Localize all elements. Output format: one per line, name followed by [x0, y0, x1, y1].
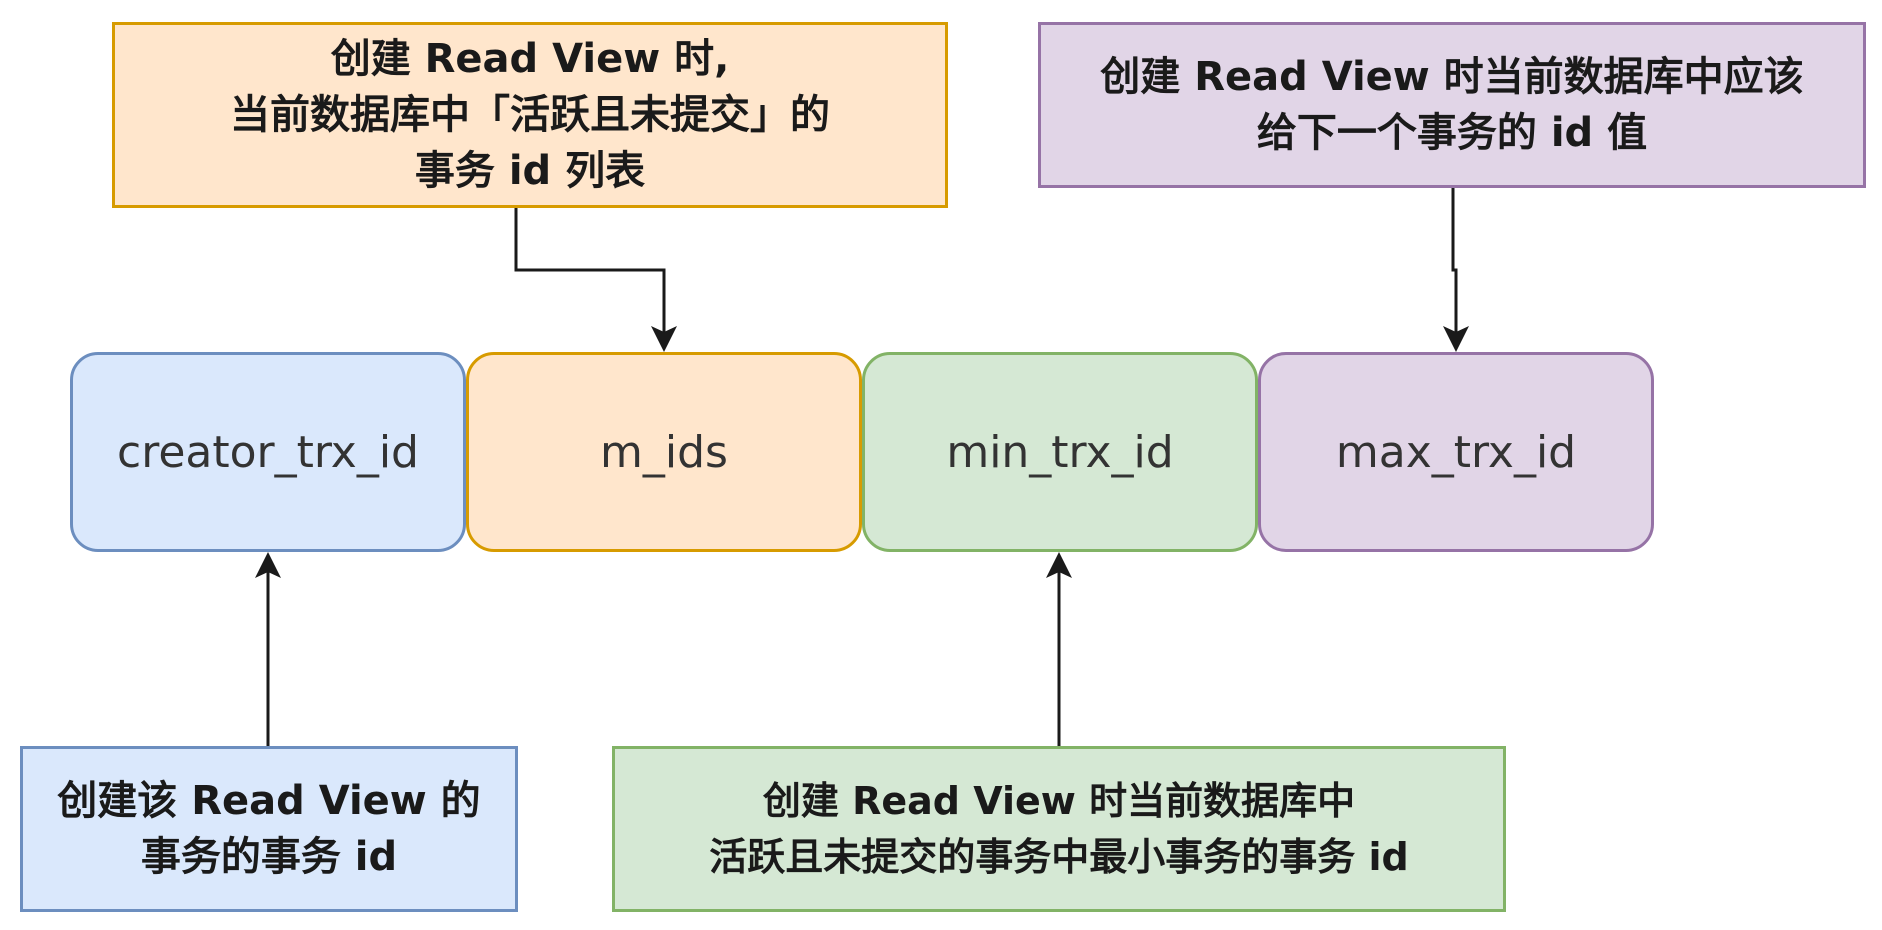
field-m-ids: m_ids	[466, 352, 862, 552]
arrowhead-m-ids	[651, 326, 677, 352]
field-creator-trx-id: creator_trx_id	[70, 352, 466, 552]
note-line: 创建 Read View 时当前数据库中应该	[1100, 54, 1804, 100]
field-label: max_trx_id	[1335, 426, 1577, 478]
arrowhead-creator-trx-id	[255, 552, 281, 578]
field-label: min_trx_id	[946, 426, 1174, 478]
arrowhead-max-trx-id	[1443, 326, 1469, 352]
field-label: m_ids	[600, 426, 728, 478]
note-max-trx-id: 创建 Read View 时当前数据库中应该 给下一个事务的 id 值	[1038, 22, 1866, 188]
note-m-ids: 创建 Read View 时, 当前数据库中「活跃且未提交」的 事务 id 列表	[112, 22, 948, 208]
note-line: 事务 id 列表	[414, 148, 646, 194]
note-line: 事务的事务 id	[140, 834, 398, 880]
note-line: 活跃且未提交的事务中最小事务的事务 id	[709, 835, 1409, 879]
note-line: 创建 Read View 时当前数据库中	[762, 779, 1356, 823]
note-line: 当前数据库中「活跃且未提交」的	[230, 92, 830, 138]
arrow-max-trx-id	[1451, 188, 1458, 340]
note-line: 给下一个事务的 id 值	[1256, 110, 1648, 156]
field-min-trx-id: min_trx_id	[862, 352, 1258, 552]
field-label: creator_trx_id	[117, 426, 419, 478]
note-line: 创建 Read View 时,	[330, 36, 730, 82]
note-min-trx-id: 创建 Read View 时当前数据库中 活跃且未提交的事务中最小事务的事务 i…	[612, 746, 1506, 912]
arrowhead-min-trx-id	[1046, 552, 1072, 578]
field-max-trx-id: max_trx_id	[1258, 352, 1654, 552]
arrow-m-ids	[514, 208, 666, 340]
note-creator-trx-id: 创建该 Read View 的 事务的事务 id	[20, 746, 518, 912]
note-line: 创建该 Read View 的	[57, 778, 481, 824]
